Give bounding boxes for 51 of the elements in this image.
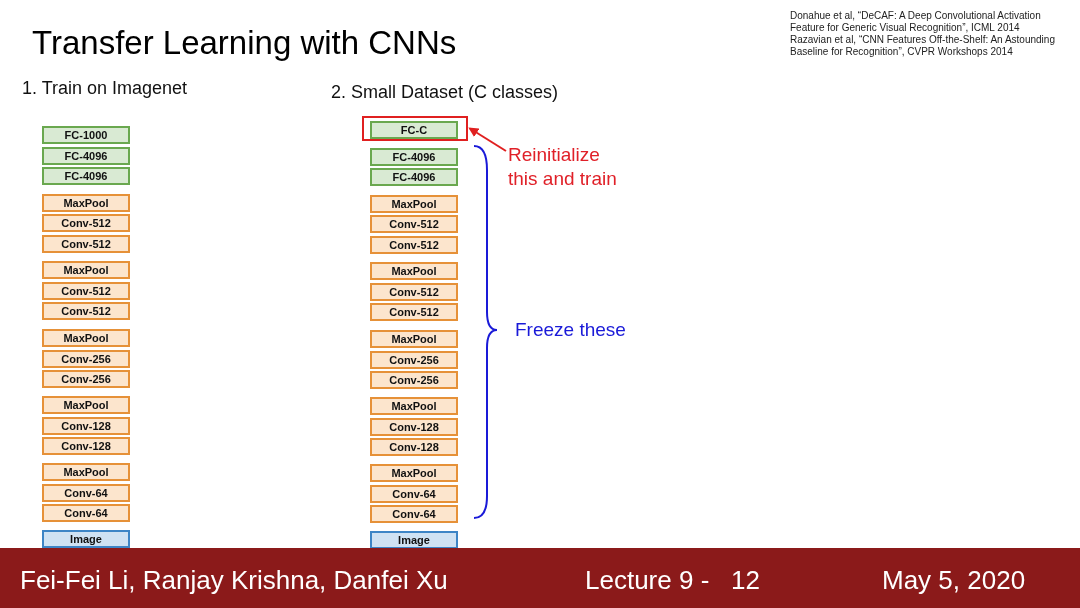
layer-box: Conv-512 xyxy=(42,214,130,232)
section-heading: 2. Small Dataset (C classes) xyxy=(331,82,559,103)
citation: Razavian et al, “CNN Features Off-the-Shelf: An Astounding Baseline for Recognition”, CVPR Workshops 2014 xyxy=(790,34,1056,58)
layer-box: MaxPool xyxy=(42,396,130,414)
layer-box: FC-C xyxy=(370,121,458,139)
layer-box: Conv-64 xyxy=(370,485,458,503)
annotation-text: Freeze these xyxy=(515,319,626,341)
layer-box: Conv-512 xyxy=(370,283,458,301)
layer-box: MaxPool xyxy=(370,330,458,348)
layer-box: Conv-128 xyxy=(42,437,130,455)
layer-box: MaxPool xyxy=(370,262,458,280)
layer-box: Conv-512 xyxy=(42,302,130,320)
layer-box: MaxPool xyxy=(370,464,458,482)
footer-band xyxy=(0,548,1080,608)
layer-box: FC-1000 xyxy=(42,126,130,144)
layer-box: Conv-64 xyxy=(370,505,458,523)
layer-box: FC-4096 xyxy=(42,147,130,165)
layer-box: Conv-512 xyxy=(370,236,458,254)
layer-box: Conv-256 xyxy=(370,371,458,389)
layer-box: Conv-256 xyxy=(370,351,458,369)
layer-box: Conv-512 xyxy=(370,303,458,321)
citation: Donahue et al, “DeCAF: A Deep Convolutional Activation Feature for Generic Visual Recognition”, ICML 2014 xyxy=(790,10,1042,34)
slide-title: Transfer Learning with CNNs xyxy=(32,24,457,62)
footer-text: Lecture 9 - 12 xyxy=(585,565,760,596)
input-box: Image xyxy=(370,531,458,549)
layer-box: Conv-128 xyxy=(42,417,130,435)
layer-box: Conv-512 xyxy=(370,215,458,233)
layer-box: Conv-256 xyxy=(42,350,130,368)
layer-box: MaxPool xyxy=(42,261,130,279)
input-box: Image xyxy=(42,530,130,548)
footer-text: Fei-Fei Li, Ranjay Krishna, Danfei Xu xyxy=(20,565,448,596)
layer-box: MaxPool xyxy=(42,194,130,212)
layer-box: FC-4096 xyxy=(370,168,458,186)
layer-box: Conv-512 xyxy=(42,235,130,253)
layer-box: MaxPool xyxy=(370,397,458,415)
layer-box: Conv-128 xyxy=(370,438,458,456)
layer-box: MaxPool xyxy=(42,329,130,347)
layer-box: MaxPool xyxy=(42,463,130,481)
layer-box: FC-4096 xyxy=(370,148,458,166)
section-heading: 1. Train on Imagenet xyxy=(22,78,188,99)
layer-box: Conv-256 xyxy=(42,370,130,388)
layer-box: FC-4096 xyxy=(42,167,130,185)
layer-box: Conv-512 xyxy=(42,282,130,300)
layer-box: Conv-64 xyxy=(42,504,130,522)
footer-text: May 5, 2020 xyxy=(882,565,1026,596)
highlight-frame xyxy=(362,116,468,141)
layer-box: MaxPool xyxy=(370,195,458,213)
annotation-text: Reinitialize this and train xyxy=(508,143,633,191)
layer-box: Conv-64 xyxy=(42,484,130,502)
layer-box: Conv-128 xyxy=(370,418,458,436)
arrow xyxy=(468,127,507,152)
